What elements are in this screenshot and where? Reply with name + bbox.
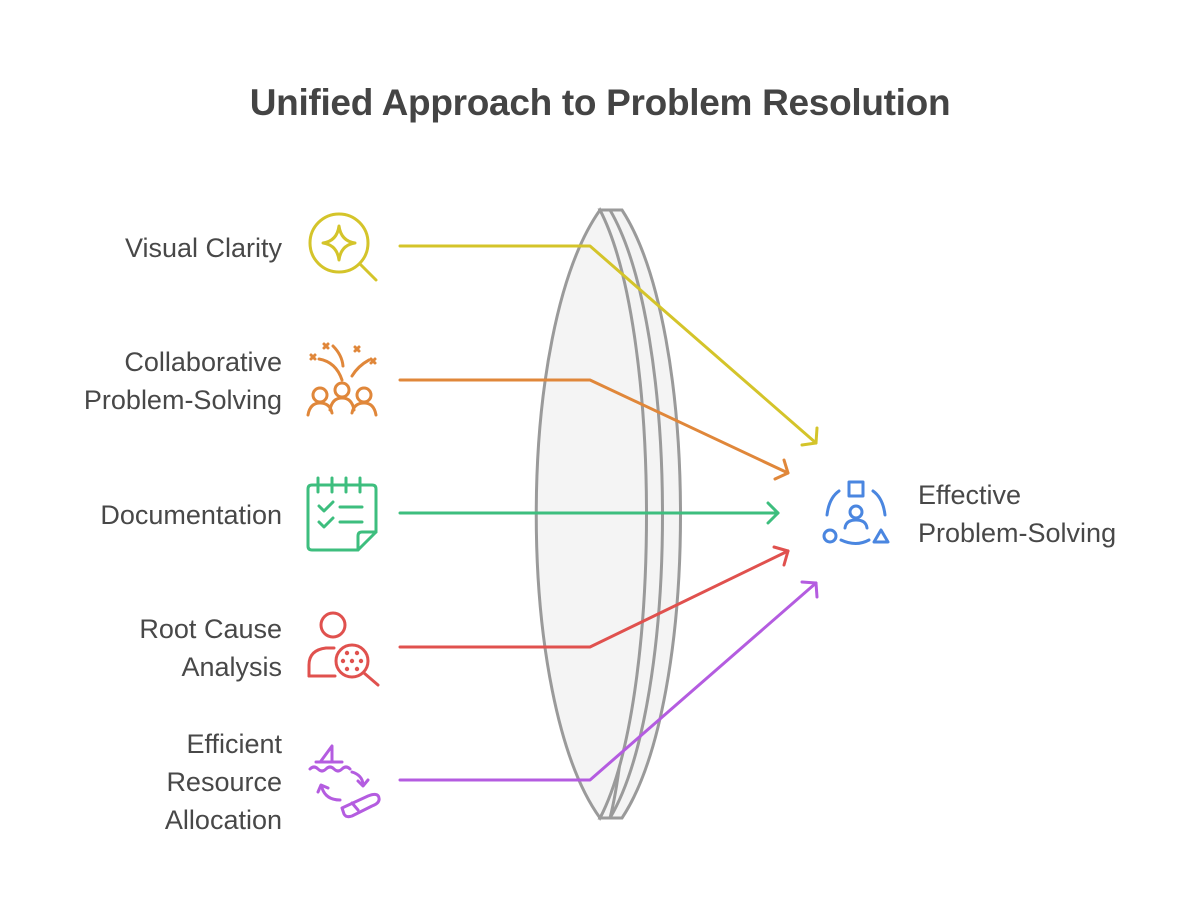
label-documentation: Documentation — [100, 496, 282, 534]
arrowhead — [773, 458, 790, 481]
arrowhead — [800, 426, 819, 447]
arrowhead — [766, 501, 780, 525]
shapes-person-icon — [822, 480, 890, 545]
label-line: Root Cause — [139, 614, 282, 644]
label-line: Documentation — [100, 500, 282, 530]
connector-documentation — [398, 501, 780, 525]
label-root-cause-analysis: Root Cause Analysis — [139, 610, 282, 686]
magnifier-sparkle-icon — [308, 212, 378, 282]
label-efficient-resource-allocation: Efficient Resource Allocation — [165, 725, 282, 839]
team-celebration-icon — [306, 342, 378, 417]
label-line: Allocation — [164, 805, 282, 835]
checklist-notepad-icon — [306, 476, 378, 552]
label-line: Problem-Solving — [918, 518, 1117, 548]
label-collaborative-problem-solving: Collaborative Problem-Solving — [84, 343, 282, 419]
label-line: Problem-Solving — [83, 385, 282, 415]
diagram-title: Unified Approach to Problem Resolution — [249, 82, 951, 123]
label-line: Analysis — [181, 652, 282, 682]
label-visual-clarity: Visual Clarity — [125, 229, 282, 267]
connector-collaborative-problem-solving — [398, 378, 790, 481]
arrowhead — [800, 580, 819, 599]
arrowhead — [772, 545, 790, 567]
connector-root-cause-analysis — [398, 545, 790, 649]
label-line: Collaborative — [124, 347, 282, 377]
connector-visual-clarity — [398, 244, 819, 447]
ship-plane-cycle-icon — [308, 744, 381, 819]
label-line: Visual Clarity — [124, 233, 282, 263]
person-magnifier-icon — [307, 611, 380, 687]
label-effective-problem-solving: Effective Problem-Solving — [918, 476, 1116, 552]
label-line: Effective — [918, 480, 1022, 510]
label-line: Resource — [166, 767, 282, 797]
label-line: Efficient — [186, 729, 282, 759]
connector-efficient-resource-allocation — [398, 580, 819, 782]
